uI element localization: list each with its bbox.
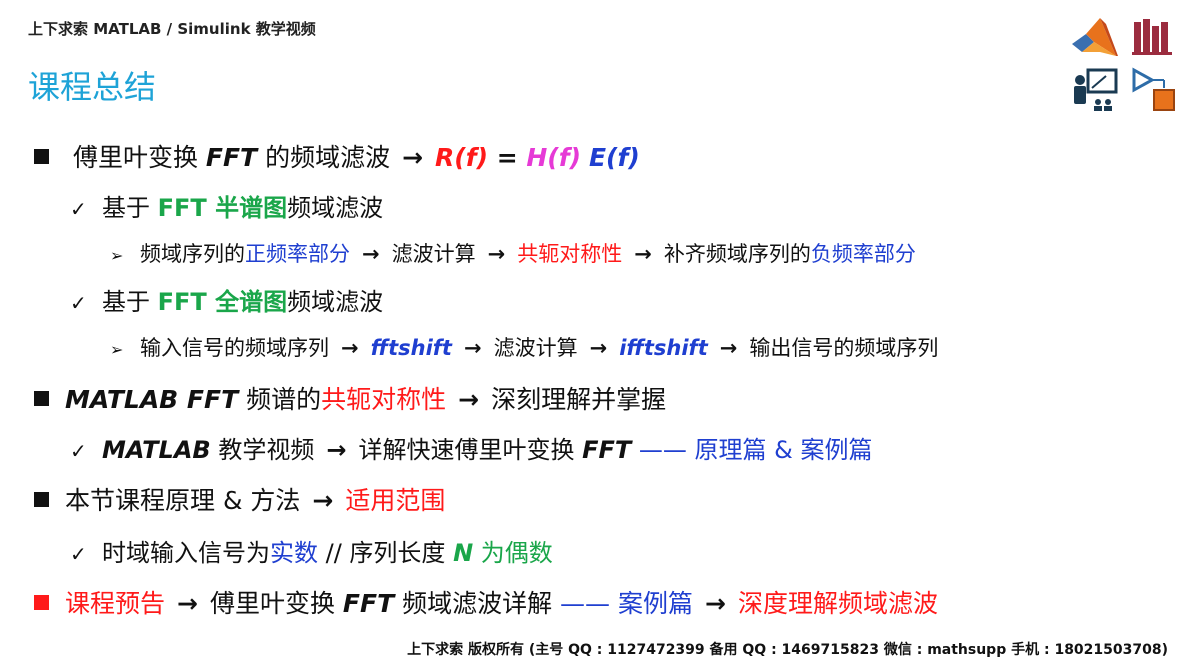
text-segment: 教学视频 <box>210 436 315 464</box>
text-segment: MATLAB FFT <box>65 385 239 414</box>
square-bullet-icon <box>34 149 49 164</box>
text-segment: ifftshift <box>619 336 708 360</box>
text-segment: fftshift <box>370 336 452 360</box>
matlab-logo-icon <box>1072 18 1118 56</box>
square-bullet-icon <box>34 595 49 610</box>
bullet-course-preview: 课程预告 → 傅里叶变换 FFT 频域滤波详解 —— 案例篇 → 深度理解频域滤波 <box>34 584 938 620</box>
checkmark-icon: ✓ <box>70 542 87 566</box>
text-segment: 频域滤波详解 <box>394 589 561 618</box>
arrow-icon: → <box>634 242 652 266</box>
formula-e: E(f) <box>588 143 640 172</box>
text-segment: 频域滤波 <box>287 194 384 222</box>
text-segment: 滤波计算 <box>493 336 578 360</box>
text-segment: 的频域滤波 <box>257 143 391 172</box>
arrow-icon: → <box>177 589 198 618</box>
page-header: 上下求索 MATLAB / Simulink 教学视频 <box>28 20 316 38</box>
arrow-icon: → <box>312 486 334 515</box>
text-segment: 正频率部分 <box>245 242 350 266</box>
text-segment: 共轭对称性 <box>517 242 623 266</box>
text-segment: 傅里叶变换 <box>72 143 206 172</box>
arrowhead-bullet-icon: ➢ <box>110 246 124 265</box>
text-segment: —— 原理篇 & 案例篇 <box>631 436 873 464</box>
text-segment: 傅里叶变换 <box>209 589 343 618</box>
text-segment: FFT <box>342 589 395 618</box>
text-segment: 输出信号的频域序列 <box>749 336 939 360</box>
text-segment: 基于 <box>102 194 158 222</box>
arrow-icon: → <box>458 385 480 414</box>
text-segment: 输入信号的频域序列 <box>140 336 329 360</box>
detail-half-spectrum: ➢ 频域序列的正频率部分 → 滤波计算 → 共轭对称性 → 补齐频域序列的负频率部分 <box>110 238 916 268</box>
arrow-icon: → <box>705 589 726 618</box>
text-segment: 实数 <box>270 539 318 567</box>
arrow-icon: → <box>719 336 738 360</box>
text-segment: 适用范围 <box>345 486 446 515</box>
text-segment: —— 案例篇 <box>560 589 693 618</box>
text-segment: MATLAB <box>102 436 211 464</box>
text-segment: 为偶数 <box>473 539 553 567</box>
checkmark-icon: ✓ <box>70 197 87 221</box>
text-segment: FFT 全谱图 <box>157 288 288 316</box>
page-title: 课程总结 <box>28 68 157 106</box>
text-segment: N <box>453 539 474 567</box>
arrow-icon: → <box>402 143 424 172</box>
text-segment: FFT <box>205 143 258 172</box>
checkmark-icon: ✓ <box>70 439 87 463</box>
checkmark-icon: ✓ <box>70 291 87 315</box>
formula-h: H(f) <box>526 143 582 172</box>
bullet-conjugate-symmetry: MATLAB FFT 频谱的共轭对称性 → 深刻理解并掌握 <box>34 380 666 416</box>
arrow-icon: → <box>487 242 506 266</box>
bullet-fft-filtering: 傅里叶变换 FFT 的频域滤波 → R(f) = H(f) E(f) <box>34 138 640 174</box>
text-segment: 滤波计算 <box>391 242 476 266</box>
arrow-icon: → <box>326 436 347 464</box>
subbullet-matlab-video: ✓ MATLAB 教学视频 → 详解快速傅里叶变换 FFT —— 原理篇 & 案例篇 <box>70 430 873 465</box>
text-segment: 课程预告 <box>65 589 166 618</box>
text-segment: FFT 半谱图 <box>157 194 288 222</box>
text-segment: // 序列长度 <box>318 539 454 567</box>
arrow-icon: → <box>463 336 482 360</box>
text-segment: 详解快速傅里叶变换 <box>358 436 583 464</box>
text-segment: 时域输入信号为 <box>102 539 270 567</box>
subbullet-half-spectrum: ✓ 基于 FFT 半谱图频域滤波 <box>70 188 383 223</box>
subbullet-full-spectrum: ✓ 基于 FFT 全谱图频域滤波 <box>70 282 383 317</box>
subbullet-input-condition: ✓ 时域输入信号为实数 // 序列长度 N 为偶数 <box>70 533 553 568</box>
text-segment: 负频率部分 <box>810 242 916 266</box>
arrow-icon: → <box>362 242 380 266</box>
text-segment: = <box>488 143 527 172</box>
text-segment: 频谱的 <box>238 385 322 414</box>
arrow-icon: → <box>589 336 608 360</box>
text-segment: 共轭对称性 <box>321 385 447 414</box>
text-segment: 频域序列的 <box>140 242 245 266</box>
text-segment: 频域滤波 <box>287 288 384 316</box>
text-segment: 补齐频域序列的 <box>663 242 811 266</box>
simulink-block-icon <box>1132 67 1175 111</box>
detail-full-spectrum: ➢ 输入信号的频域序列 → fftshift → 滤波计算 → ifftshift → 输出信号的… <box>110 332 938 362</box>
copyright-footer: 上下求索 版权所有 (主号 QQ : 1127472399 备用 QQ : 14… <box>407 642 1168 658</box>
header-icons <box>1070 10 1180 114</box>
text-segment: FFT <box>582 436 632 464</box>
library-books-icon <box>1132 19 1172 55</box>
text-segment: 深刻理解并掌握 <box>491 385 667 414</box>
square-bullet-icon <box>34 391 49 406</box>
formula-r: R(f) <box>435 143 489 172</box>
text-segment: 基于 <box>102 288 158 316</box>
text-segment: 本节课程原理 & 方法 <box>65 486 301 515</box>
arrow-icon: → <box>341 336 359 360</box>
arrowhead-bullet-icon: ➢ <box>110 340 124 359</box>
bullet-method-scope: 本节课程原理 & 方法 → 适用范围 <box>34 481 445 517</box>
text-segment: 深度理解频域滤波 <box>737 589 938 618</box>
teacher-presentation-icon <box>1074 68 1118 111</box>
square-bullet-icon <box>34 492 49 507</box>
